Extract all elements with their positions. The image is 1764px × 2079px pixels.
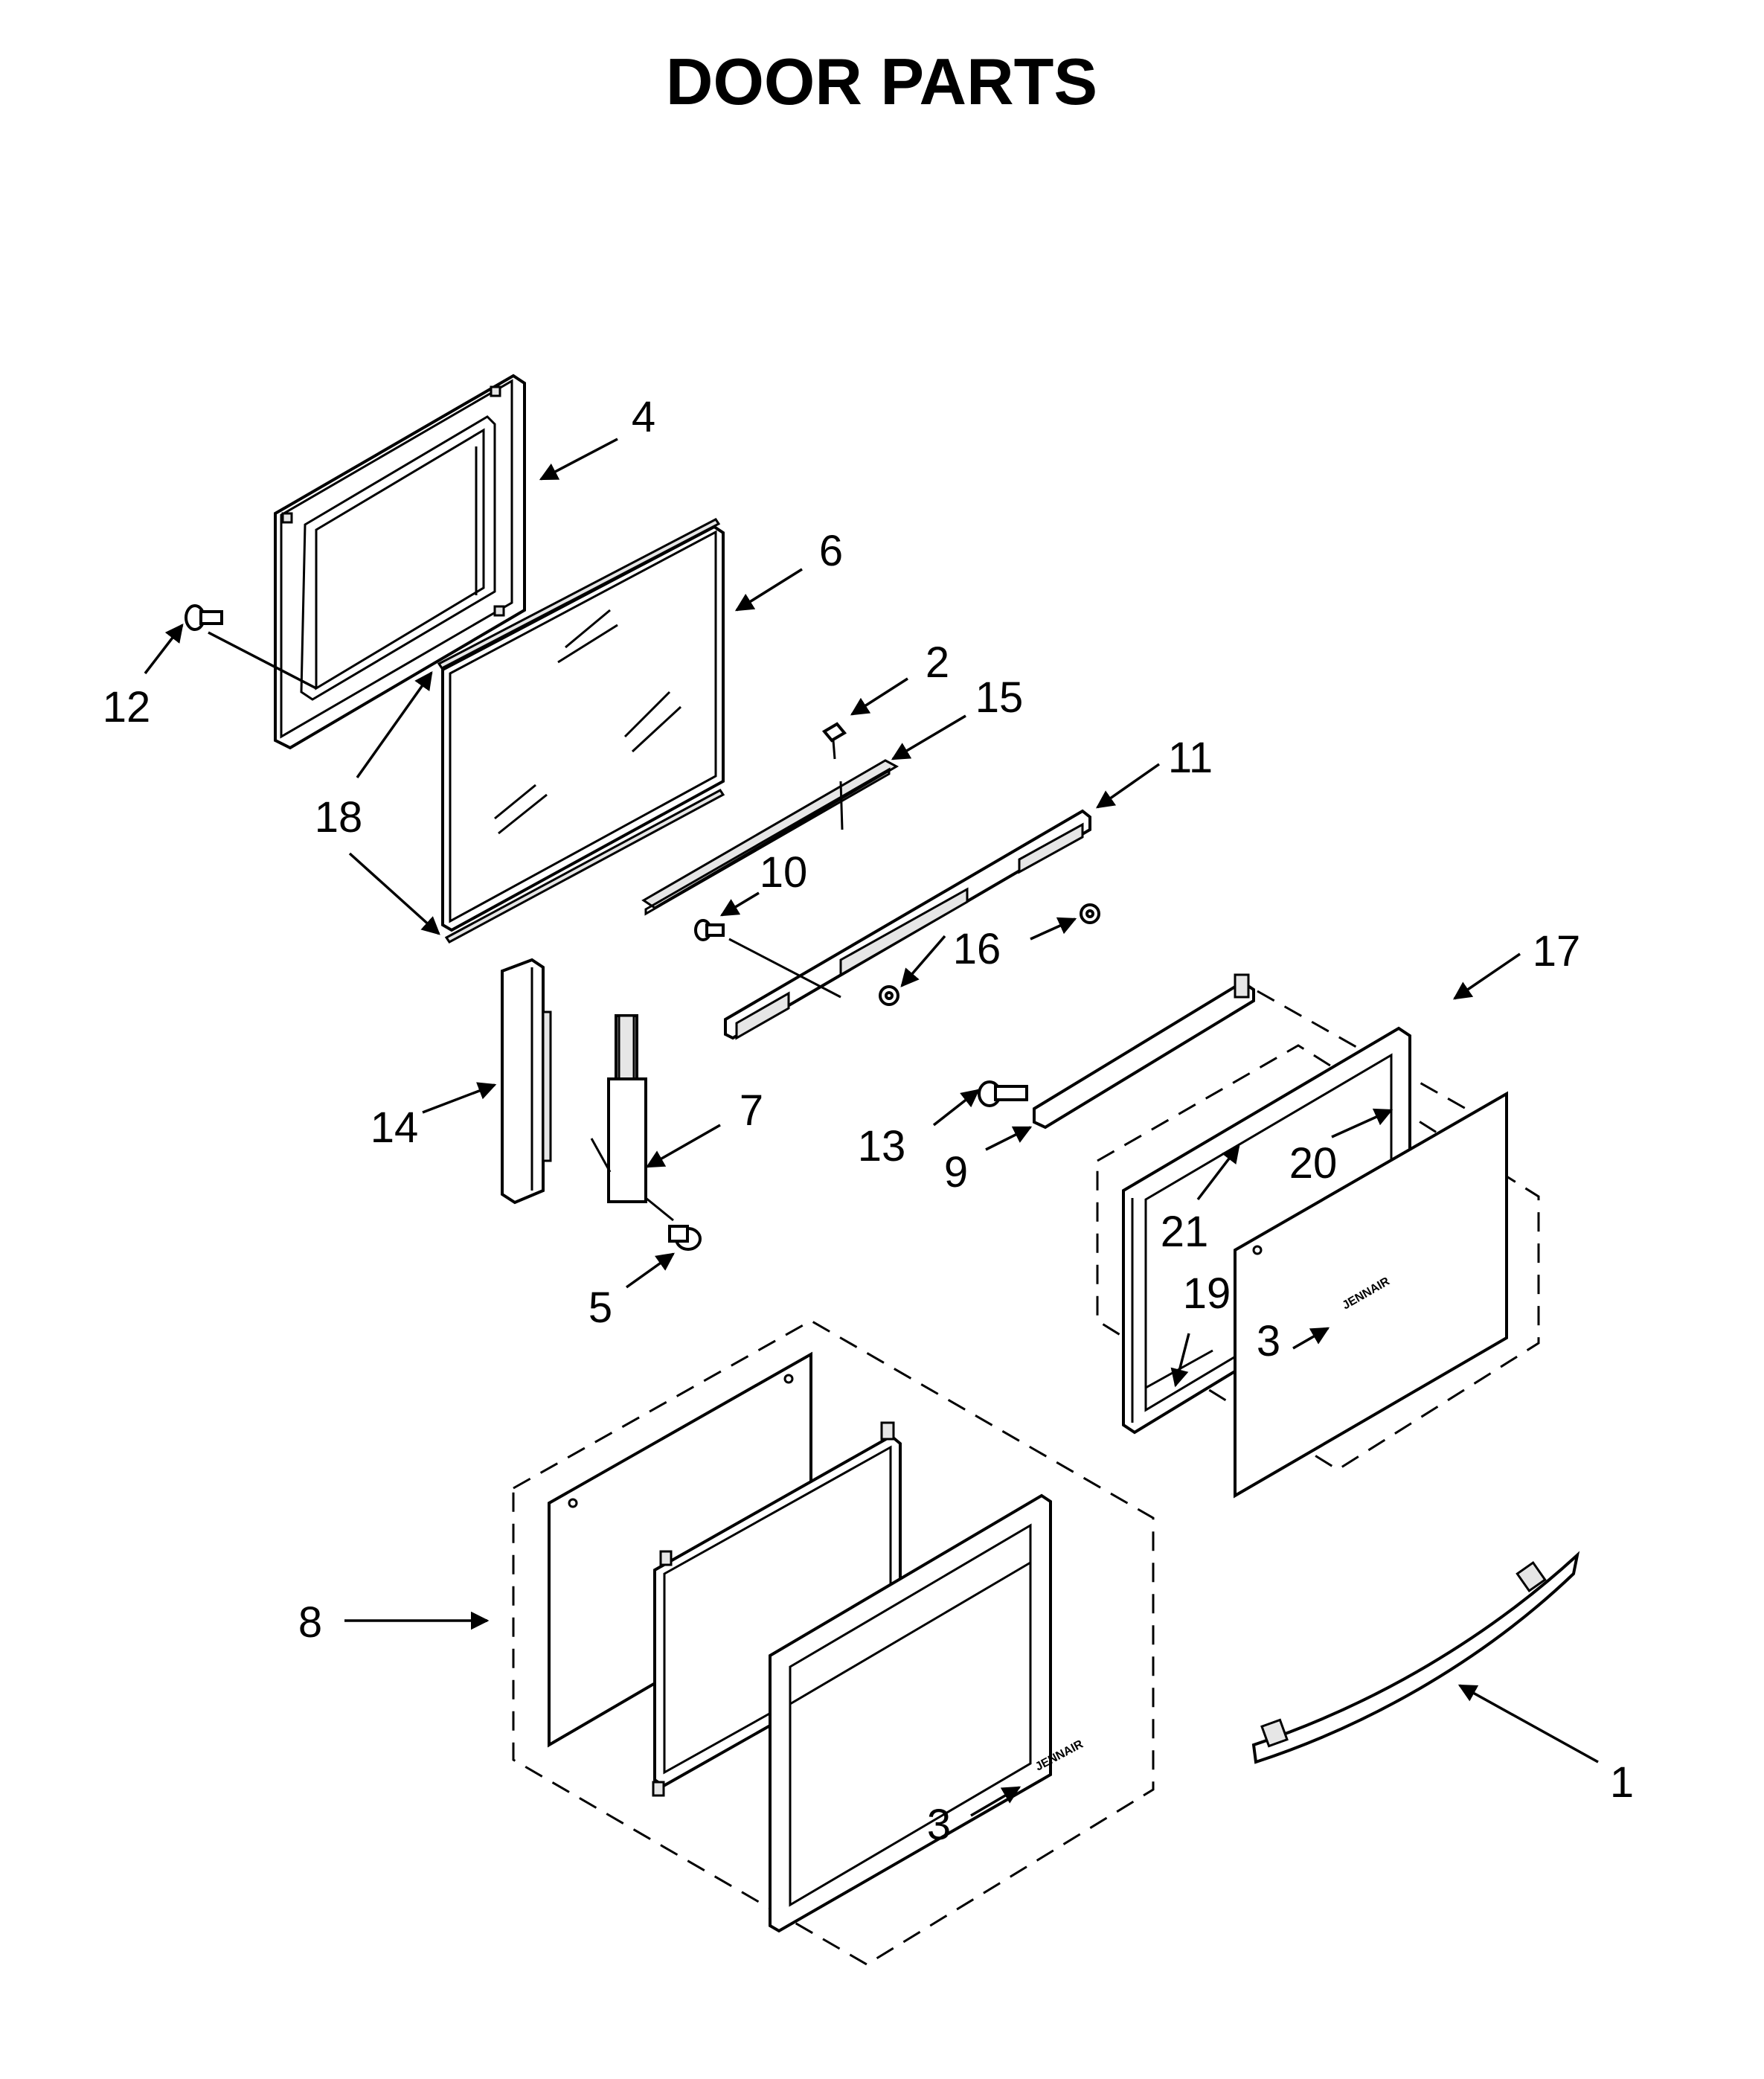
part-5-hinge-screw [668,1225,702,1251]
callout-10: 10 [760,848,808,897]
part-16-nut [879,903,1100,1006]
callout-9: 9 [944,1148,968,1197]
callout-5: 5 [588,1284,612,1332]
callout-7: 7 [740,1086,763,1135]
callout-1: 1 [1610,1758,1634,1807]
part-14-side-channel [501,958,552,1205]
callout-21: 21 [1161,1208,1209,1256]
callout-12: 12 [103,683,151,731]
part-9-trim-rail [1033,973,1255,1130]
callout-labels: 4 6 12 18 2 15 11 10 16 17 14 7 5 13 9 2… [103,393,1634,1849]
part-15-strip [641,759,899,916]
part-11-channel [724,809,1091,1040]
part-17-assembly-outline [1096,1044,1540,1471]
callout-16: 16 [953,925,1001,973]
callout-11: 11 [1168,734,1213,782]
callout-3-upper: 3 [1257,1317,1280,1365]
callout-17: 17 [1533,927,1581,976]
callout-18: 18 [315,793,363,842]
callout-6: 6 [819,527,843,575]
callout-19: 19 [1183,1269,1231,1318]
part-3-upper-outer-glass: JENNAIR [1234,1091,1508,1499]
part-8-assembly-outline [512,1319,1155,1966]
part-13-screw [978,1080,1028,1107]
callout-2: 2 [926,638,949,687]
part-7-hinge [590,1014,674,1222]
part-10-screw [694,919,841,999]
callout-3-lower: 3 [927,1801,951,1849]
callout-20: 20 [1289,1139,1338,1188]
callout-15: 15 [975,673,1024,722]
part-12-screw [185,604,223,631]
part-2-screw [821,722,847,830]
page-title: DOOR PARTS [666,45,1097,118]
leader-lines [144,438,1599,1817]
callout-13: 13 [858,1122,906,1170]
callout-4: 4 [632,393,655,441]
part-1-door-handle [1251,1551,1580,1764]
callout-8: 8 [298,1598,322,1647]
part-18-glass-strips [437,518,725,944]
callout-14: 14 [371,1103,419,1152]
part-4-inner-door-frame [274,374,526,750]
